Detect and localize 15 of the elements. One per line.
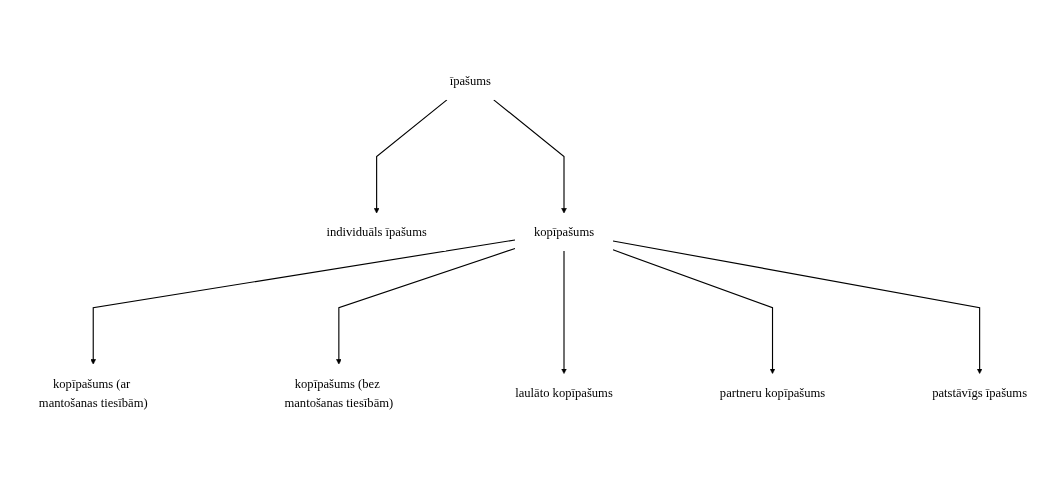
- node-text: kopīpašums: [533, 225, 595, 240]
- node-text: kopīpašums (bez mantošanas tiesībām): [284, 376, 394, 410]
- arrow: [493, 99, 567, 214]
- arrow: [612, 249, 776, 375]
- arrow: [336, 248, 516, 366]
- node-text: īpašums: [449, 74, 491, 89]
- node-text: laulāto kopīpašums: [515, 386, 613, 401]
- arrow: [373, 99, 448, 214]
- arrow: [561, 250, 567, 375]
- node-text: partneru kopīpašums: [719, 386, 826, 401]
- arrow: [612, 240, 983, 375]
- arrow: [90, 239, 516, 366]
- node-text: patstāvīgs īpašums: [932, 386, 1028, 401]
- node-text: individuāls īpašums: [326, 225, 427, 240]
- node-text: kopīpašums (ar mantošanas tiesībām): [38, 376, 148, 410]
